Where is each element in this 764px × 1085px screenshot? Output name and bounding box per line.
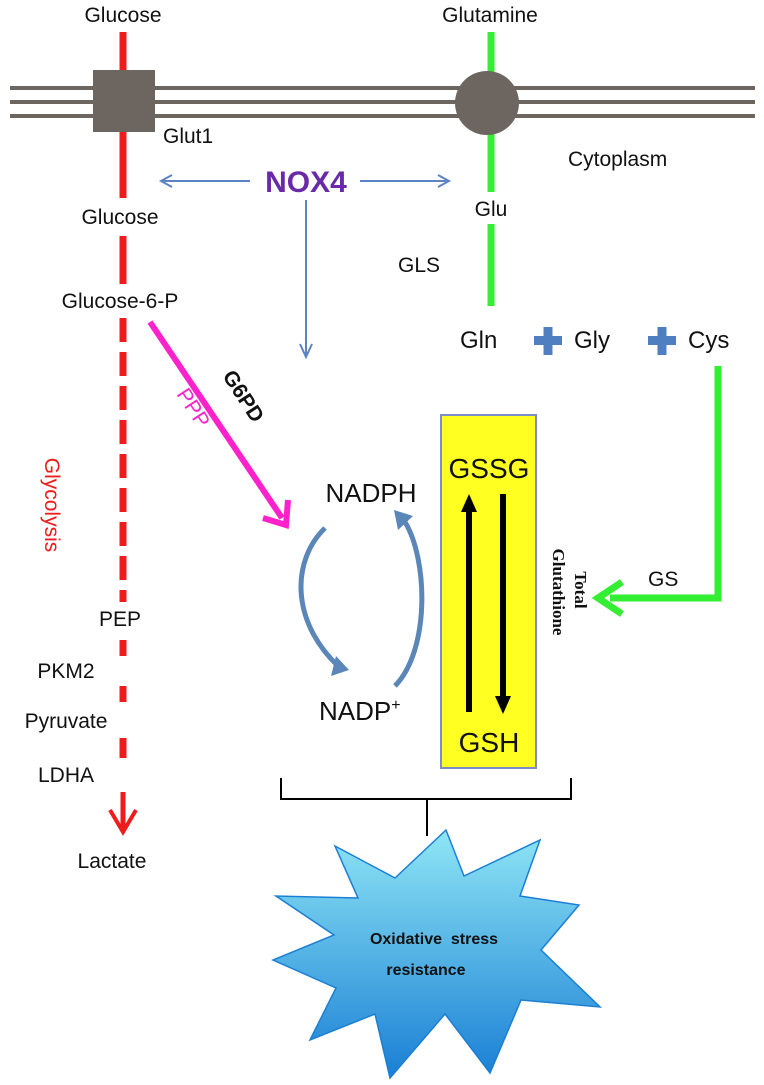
- ldha-label: LDHA: [38, 764, 94, 787]
- oxidative-stress-starburst: [271, 828, 603, 1080]
- nox4-arrows: [158, 174, 452, 360]
- gssg-gsh-arrows: [461, 494, 511, 714]
- cys-label: Cys: [688, 327, 729, 354]
- nadph-label: NADPH: [325, 478, 416, 508]
- glycolysis-label: Glycolysis: [40, 458, 63, 553]
- ppp-label: PPP: [172, 384, 214, 432]
- resistance-label: resistance: [386, 962, 465, 979]
- gln-label: Gln: [460, 327, 497, 354]
- oxidative-stress-label: Oxidative stress: [370, 931, 498, 948]
- glutamine-transporter: [455, 71, 519, 135]
- glucose-inside-label: Glucose: [81, 206, 158, 229]
- glu-label: Glu: [475, 198, 508, 221]
- pep-label: PEP: [99, 608, 141, 631]
- gly-label: Gly: [574, 327, 610, 354]
- nadp-label: NADP+: [319, 696, 401, 726]
- pyruvate-label: Pyruvate: [25, 710, 108, 733]
- plus-icon: [648, 327, 676, 355]
- total-label: Total: [571, 571, 590, 608]
- gs-arrow: [591, 366, 722, 617]
- pkm2-label: PKM2: [37, 660, 94, 683]
- glutamine-outside-label: Glutamine: [442, 4, 538, 27]
- gls-label: GLS: [398, 254, 440, 277]
- nadp-text: NADP: [319, 696, 391, 726]
- glut1-transporter: [93, 70, 155, 132]
- glut1-label: Glut1: [163, 125, 213, 148]
- glucose-outside-label: Glucose: [84, 4, 161, 27]
- nadp-superscript: +: [391, 697, 400, 714]
- plus-icon: [534, 327, 562, 355]
- gssg-label: GSSG: [449, 453, 530, 484]
- glucose6p-label: Glucose-6-P: [62, 290, 179, 313]
- glutathione-label: Glutathione: [549, 549, 568, 636]
- bracket: [280, 778, 572, 836]
- cytoplasm-label: Cytoplasm: [568, 148, 667, 171]
- nox4-label: NOX4: [265, 166, 347, 199]
- nadph-cycle-arrows: [298, 510, 425, 688]
- lactate-arrowhead: [108, 808, 138, 836]
- glycolysis-pathway-line: [108, 32, 138, 836]
- gsh-label: GSH: [459, 727, 520, 758]
- ppp-arrow: [147, 320, 291, 529]
- lactate-label: Lactate: [78, 850, 147, 873]
- g6pd-label: G6PD: [218, 366, 268, 426]
- gs-label: GS: [648, 568, 678, 591]
- glutathione-box: [440, 414, 537, 769]
